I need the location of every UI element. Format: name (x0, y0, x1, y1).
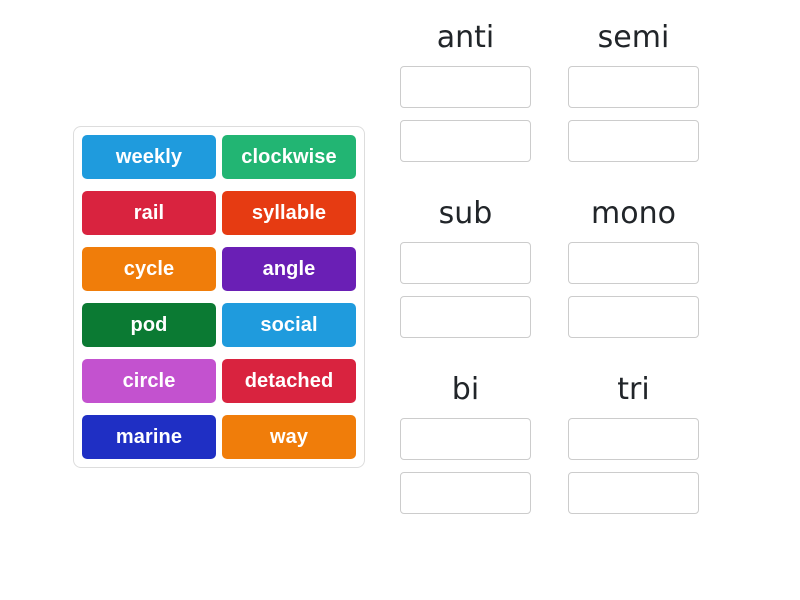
category-bi: bi (400, 372, 531, 526)
word-tile[interactable]: cycle (82, 247, 216, 291)
drop-slot[interactable] (400, 242, 531, 284)
category-title: anti (436, 20, 495, 55)
category-tri: tri (568, 372, 699, 526)
category-sub: sub (400, 196, 531, 350)
drop-slot[interactable] (400, 296, 531, 338)
category-semi: semi (568, 20, 699, 174)
category-title: bi (451, 372, 480, 407)
word-tile[interactable]: detached (222, 359, 356, 403)
word-tile[interactable]: rail (82, 191, 216, 235)
word-tile[interactable]: social (222, 303, 356, 347)
drop-slot[interactable] (400, 66, 531, 108)
drop-slot[interactable] (400, 418, 531, 460)
word-tile[interactable]: angle (222, 247, 356, 291)
category-row: bi tri (400, 372, 790, 542)
word-tile[interactable]: pod (82, 303, 216, 347)
word-tile[interactable]: circle (82, 359, 216, 403)
word-tile[interactable]: syllable (222, 191, 356, 235)
word-tile[interactable]: way (222, 415, 356, 459)
drop-slot[interactable] (568, 418, 699, 460)
category-title: semi (597, 20, 670, 55)
category-row: anti semi (400, 20, 790, 190)
word-tile[interactable]: marine (82, 415, 216, 459)
category-title: sub (438, 196, 493, 231)
drop-slot[interactable] (568, 66, 699, 108)
drop-slot[interactable] (568, 120, 699, 162)
drop-slot[interactable] (400, 472, 531, 514)
drop-slot[interactable] (568, 296, 699, 338)
word-tile[interactable]: weekly (82, 135, 216, 179)
word-bank-panel: weekly clockwise rail syllable cycle ang… (73, 126, 365, 468)
category-title: mono (591, 196, 676, 231)
drop-slot[interactable] (568, 242, 699, 284)
category-title: tri (617, 372, 650, 407)
word-tile[interactable]: clockwise (222, 135, 356, 179)
drop-slot[interactable] (400, 120, 531, 162)
category-row: sub mono (400, 196, 790, 366)
category-mono: mono (568, 196, 699, 350)
word-bank-grid: weekly clockwise rail syllable cycle ang… (82, 135, 356, 459)
drop-slot[interactable] (568, 472, 699, 514)
category-anti: anti (400, 20, 531, 174)
answer-area: anti semi sub mono bi tri (400, 20, 790, 548)
